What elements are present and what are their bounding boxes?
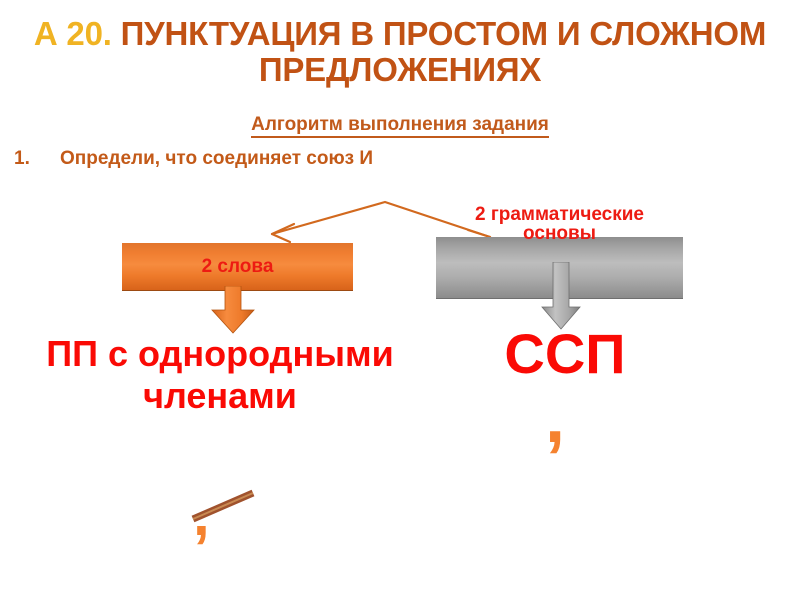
subtitle-label: Алгоритм выполнения задания bbox=[251, 114, 549, 138]
page-title: А 20. ПУНКТУАЦИЯ В ПРОСТОМ И СЛОЖНОМ ПРЕ… bbox=[30, 16, 770, 87]
algorithm-step-1: 1. Определи, что соединяет союз И bbox=[14, 148, 614, 170]
comma-forbidden-group: , bbox=[185, 485, 275, 565]
step-text: Определи, что соединяет союз И bbox=[60, 148, 374, 169]
subtitle: Алгоритм выполнения задания bbox=[0, 114, 800, 138]
title-main-text: ПУНКТУАЦИЯ В ПРОСТОМ И СЛОЖНОМ ПРЕДЛОЖЕН… bbox=[120, 15, 767, 88]
arrow-down-gray-icon bbox=[541, 262, 581, 330]
arrow-down-orange-icon bbox=[211, 286, 255, 334]
result-left-label: ПП с однородными членами bbox=[46, 333, 394, 417]
box-two-words-label: 2 слова bbox=[201, 255, 274, 277]
strikethrough-icon bbox=[191, 489, 255, 523]
title-task-code: А 20. bbox=[33, 15, 112, 52]
step-number: 1. bbox=[14, 148, 30, 169]
box-two-words[interactable]: 2 слова bbox=[122, 243, 353, 291]
result-right-label: ССП bbox=[504, 322, 626, 385]
comma-required-mark: , bbox=[545, 378, 566, 458]
